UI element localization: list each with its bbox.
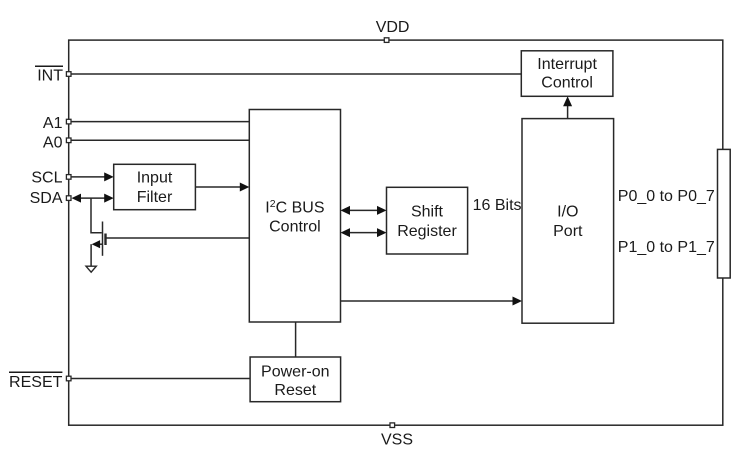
svg-text:SCL: SCL xyxy=(31,170,62,187)
svg-text:Port: Port xyxy=(553,223,583,240)
svg-text:Input: Input xyxy=(137,170,173,187)
svg-text:P0_0 to P0_7: P0_0 to P0_7 xyxy=(618,188,715,205)
svg-text:INT: INT xyxy=(37,67,63,84)
svg-text:Register: Register xyxy=(397,223,457,240)
svg-text:P1_0 to P1_7: P1_0 to P1_7 xyxy=(618,239,715,256)
svg-text:Power-on: Power-on xyxy=(261,363,329,380)
svg-text:16 Bits: 16 Bits xyxy=(473,197,522,214)
svg-text:SDA: SDA xyxy=(30,190,63,207)
svg-text:Filter: Filter xyxy=(137,189,173,206)
svg-text:Shift: Shift xyxy=(411,203,444,220)
svg-text:I/O: I/O xyxy=(557,204,578,221)
svg-text:A0: A0 xyxy=(43,134,63,151)
svg-text:VDD: VDD xyxy=(376,19,410,36)
svg-text:A1: A1 xyxy=(43,115,63,132)
svg-text:Control: Control xyxy=(541,75,593,92)
svg-text:Reset: Reset xyxy=(274,382,316,399)
svg-text:VSS: VSS xyxy=(381,431,413,448)
svg-text:RESET: RESET xyxy=(9,374,63,391)
svg-text:I2C BUS: I2C BUS xyxy=(265,198,324,217)
svg-text:Interrupt: Interrupt xyxy=(537,56,597,73)
svg-text:Control: Control xyxy=(269,219,321,236)
